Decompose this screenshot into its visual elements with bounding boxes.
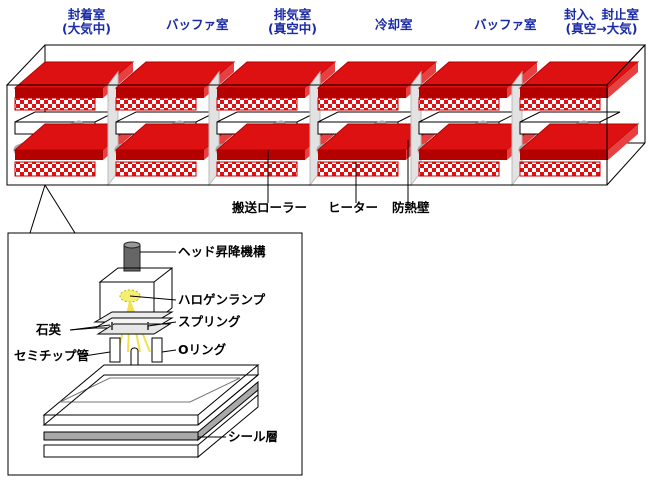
semi-chip-tube-label: セミチップ管 — [14, 348, 90, 363]
heater-label: ヒーター — [328, 200, 379, 215]
o-ring-label: Oリング — [178, 342, 227, 357]
chamber-title-line2: (真空→大気) — [565, 21, 638, 36]
upper-heater-front — [217, 88, 305, 98]
upper-heater-checker — [418, 97, 500, 111]
chamber-title-fill-seal: 封入、封止室 (真空→大気) — [564, 8, 639, 36]
lower-heater-front — [520, 150, 608, 160]
semi-chip-tube — [109, 337, 121, 363]
lower-heater-checker — [317, 161, 399, 177]
chamber-title-line1: 冷却室 — [375, 17, 413, 32]
chamber-title-sealing: 封着室 (大気中) — [62, 8, 111, 36]
chamber-title-cooling: 冷却室 — [375, 18, 413, 32]
lower-heater-checker — [216, 161, 298, 177]
roller-label: 搬送ローラー — [232, 200, 308, 215]
halogen-lamp-label: ハロゲンランプ — [178, 292, 266, 307]
chamber-title-buffer-1: バッファ室 — [166, 18, 229, 32]
chamber-title-buffer-2: バッファ室 — [474, 18, 537, 32]
upper-heater-front — [116, 88, 204, 98]
seal-layer-label: シール層 — [228, 429, 279, 444]
upper-heater-checker — [519, 97, 601, 111]
lower-heater-checker — [519, 161, 601, 177]
lower-heater-checker — [14, 161, 96, 177]
upper-heater-front — [318, 88, 406, 98]
panel-assembly — [42, 364, 260, 459]
chamber-title-line2: (真空中) — [268, 21, 317, 36]
heat-seal-head — [93, 241, 174, 371]
insulation-wall-label: 防熱壁 — [392, 200, 430, 215]
lower-heater-checker — [115, 161, 197, 177]
upper-heater-checker — [115, 97, 197, 111]
lower-heater-front — [217, 150, 305, 160]
chamber-title-line1: 封入、封止室 — [564, 7, 640, 22]
chamber-title-line2: (大気中) — [62, 21, 111, 36]
upper-heater-checker — [317, 97, 399, 111]
chamber-modules — [13, 61, 640, 187]
upper-heater-front — [520, 88, 608, 98]
inset-leaders — [69, 251, 226, 438]
upper-heater-checker — [14, 97, 96, 111]
chamber-title-exhaust: 排気室 (真空中) — [268, 8, 317, 36]
chamber-title-line1: バッファ室 — [474, 17, 537, 32]
chamber-title-line1: 封着室 — [67, 7, 106, 22]
lower-heater-front — [419, 150, 507, 160]
lower-heater-front — [116, 150, 204, 160]
upper-heater-front — [15, 88, 103, 98]
upper-heater-front — [419, 88, 507, 98]
lift-cylinder — [123, 244, 141, 272]
quartz-label: 石英 — [36, 322, 62, 337]
furnace-front-frame — [6, 44, 646, 186]
zoom-callout — [7, 184, 303, 476]
chamber-title-line1: バッファ室 — [166, 17, 229, 32]
chamber-title-line1: 排気室 — [273, 7, 312, 22]
seal-layer — [43, 431, 199, 441]
lower-heater-front — [15, 150, 103, 160]
lower-heater-checker — [418, 161, 500, 177]
furnace-leaders — [267, 140, 409, 203]
spring-label: スプリング — [178, 314, 241, 329]
head-lift-label: ヘッド昇降機構 — [178, 244, 266, 259]
lower-heater-front — [318, 150, 406, 160]
upper-heater-checker — [216, 97, 298, 111]
